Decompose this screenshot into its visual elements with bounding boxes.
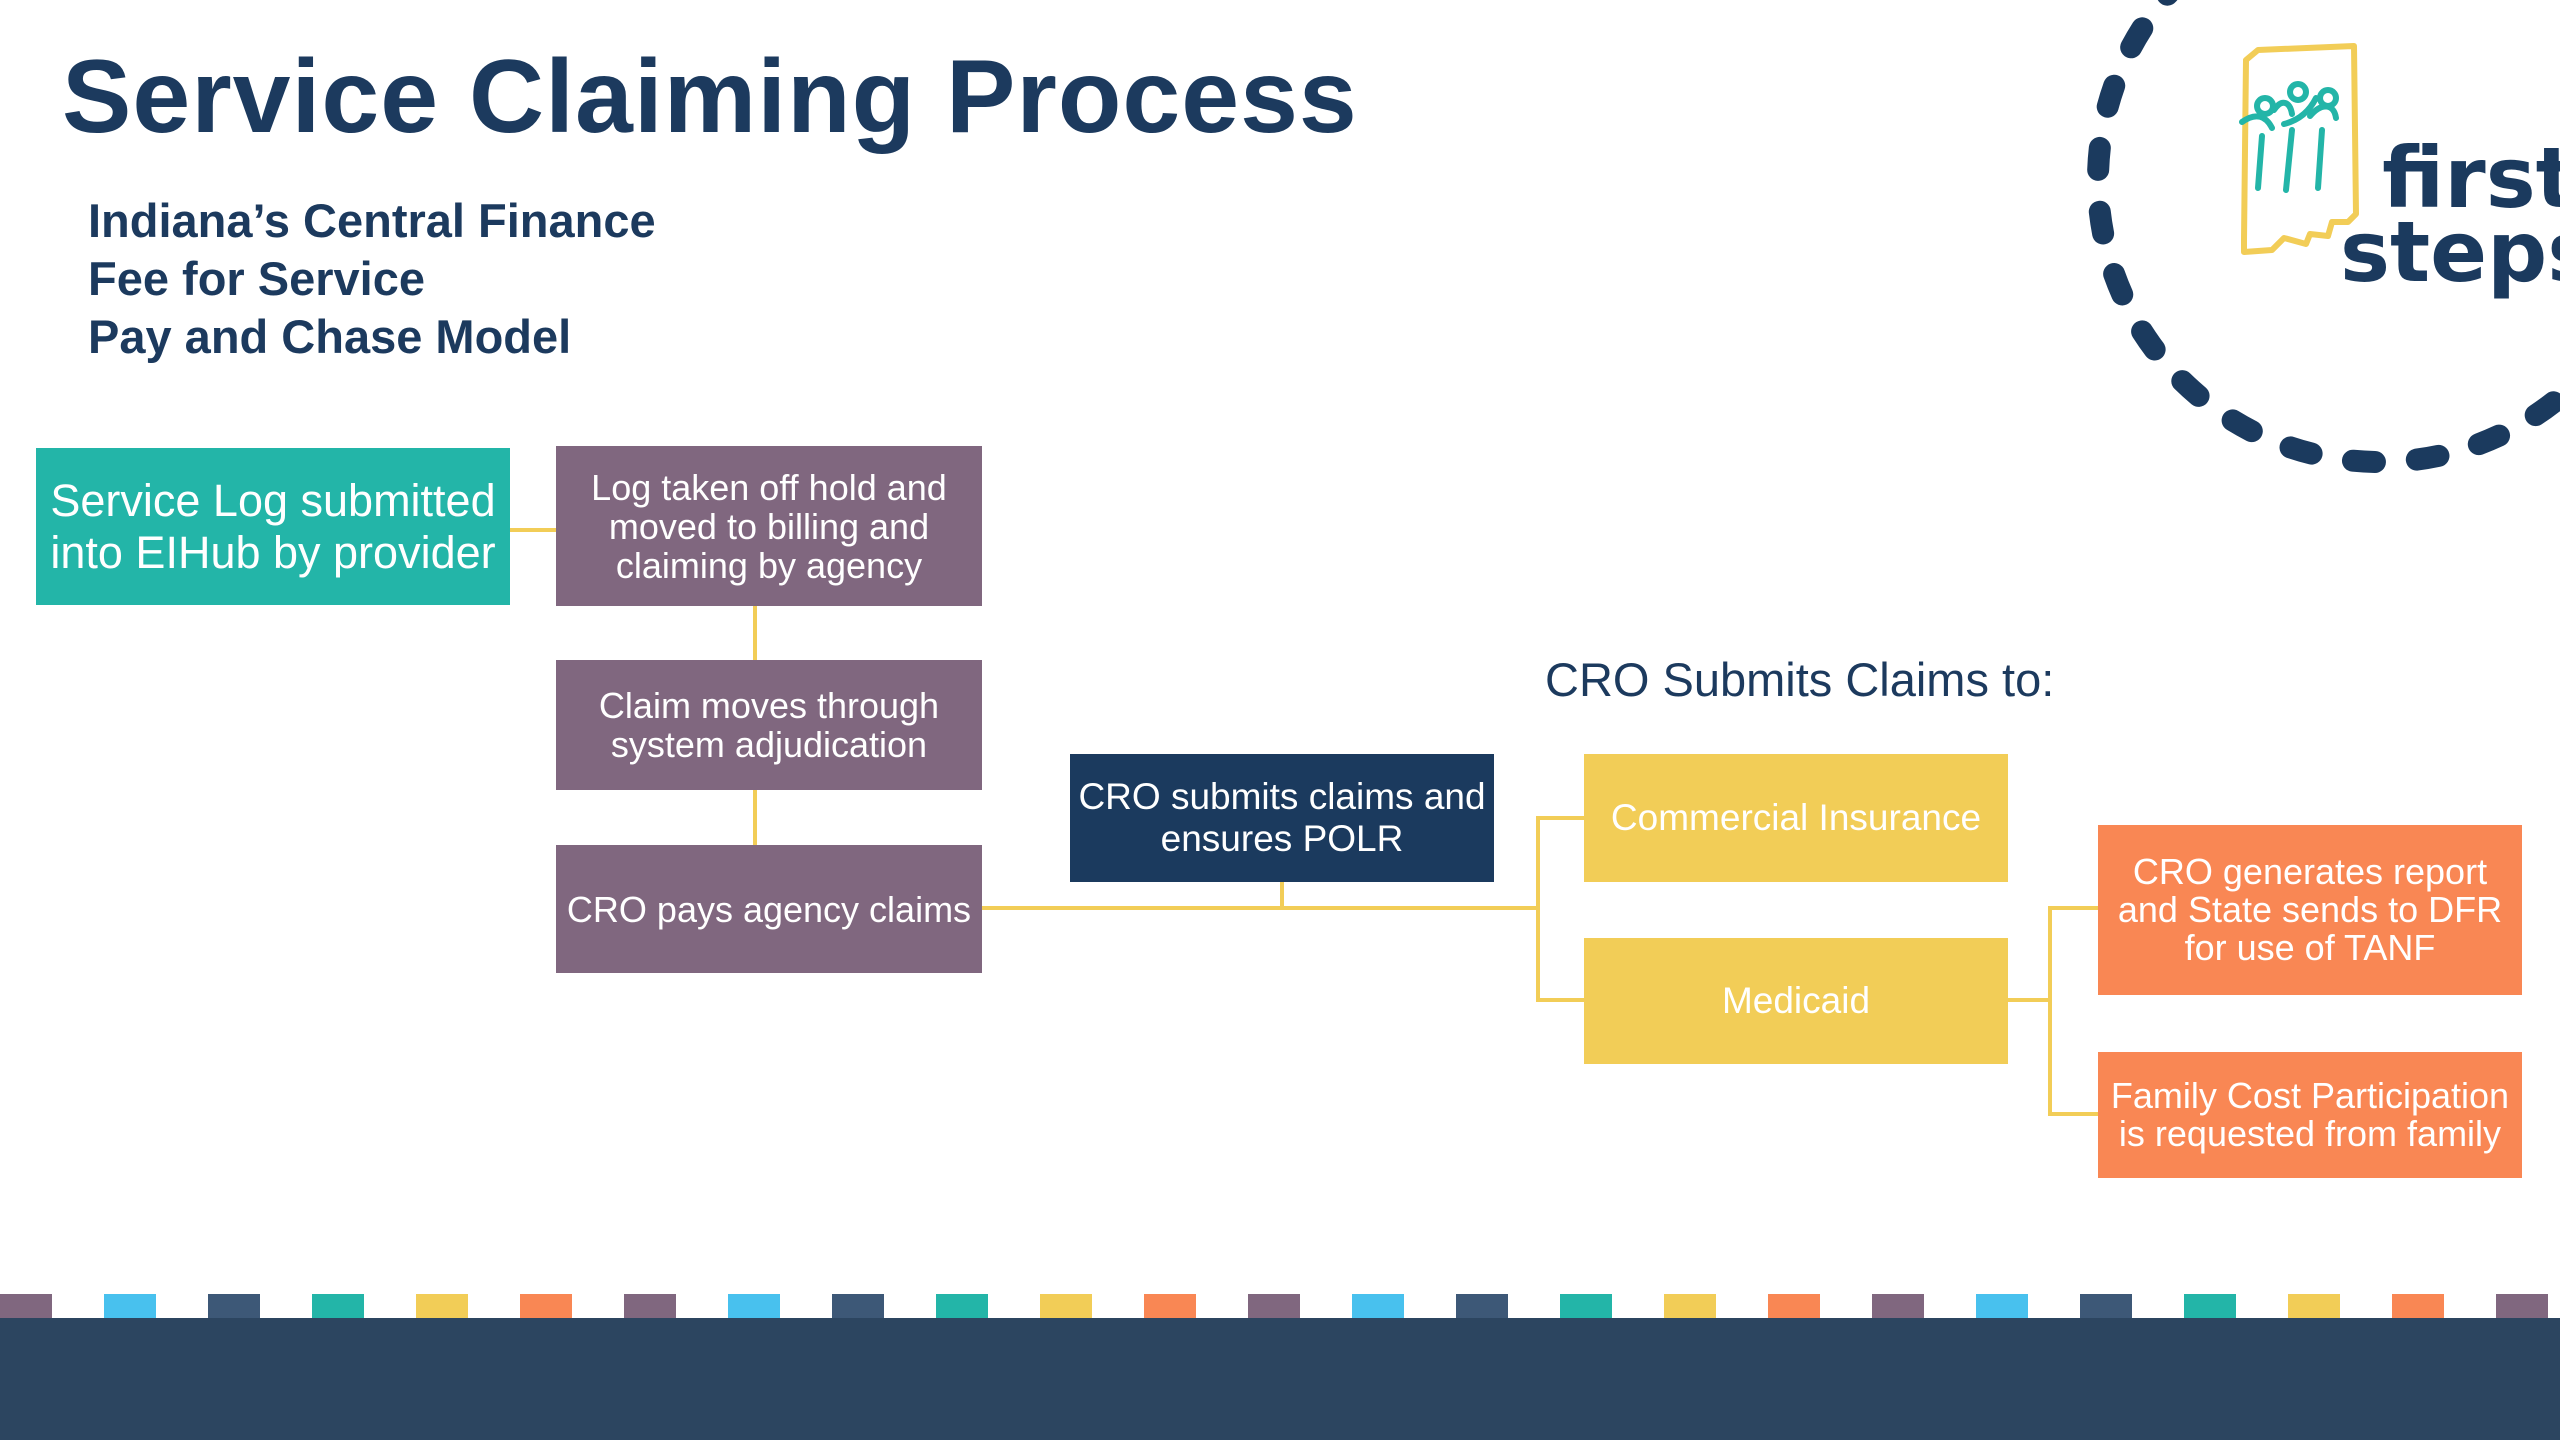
footer-stripe-segment	[1248, 1294, 1300, 1318]
footer-stripe-segment	[2288, 1294, 2340, 1318]
footer-stripe-segment	[728, 1294, 780, 1318]
first-steps-logo: first steps	[2060, 0, 2560, 480]
log-off-hold-label: Log taken off hold and moved to billing …	[591, 466, 947, 586]
footer-stripe-segment	[312, 1294, 364, 1318]
tanf-report-box: CRO generates report and State sends to …	[2098, 825, 2522, 995]
footer-stripe-segment	[2080, 1294, 2132, 1318]
footer-stripe-segment	[1040, 1294, 1092, 1318]
footer-stripe-segment	[1768, 1294, 1820, 1318]
medicaid-label: Medicaid	[1721, 980, 1871, 1021]
service-log-box: Service Log submitted into EIHub by prov…	[36, 448, 510, 605]
footer-stripe-segment	[1872, 1294, 1924, 1318]
cro-submits-label: CRO submits claims and ensures POLR	[1078, 776, 1486, 859]
page-title: Service Claiming Process	[62, 39, 1358, 155]
dashed-circle-decoration	[2087, 0, 2560, 473]
family-cost-box: Family Cost Participation is requested f…	[2098, 1052, 2522, 1178]
connector-branch-to-orange-boxes	[2048, 906, 2098, 1116]
adjudication-label: Claim moves through system adjudication	[598, 685, 940, 765]
footer-color-stripes	[0, 1294, 2560, 1318]
log-off-hold-box: Log taken off hold and moved to billing …	[556, 446, 982, 606]
footer-stripe-segment	[0, 1294, 52, 1318]
footer-stripe-segment	[1144, 1294, 1196, 1318]
footer-stripe-segment	[208, 1294, 260, 1318]
connector-branch-to-commercial-medicaid	[1536, 816, 1584, 1002]
cro-submits-claims-heading: CRO Submits Claims to:	[1545, 653, 2055, 706]
footer-bar	[0, 1318, 2560, 1440]
subtitle-block: Indiana’s Central Finance Fee for Servic…	[88, 192, 656, 366]
commercial-insurance-box: Commercial Insurance	[1584, 754, 2008, 882]
footer-stripe-segment	[1976, 1294, 2028, 1318]
family-cost-label: Family Cost Participation is requested f…	[2110, 1075, 2510, 1154]
subtitle-line-3: Pay and Chase Model	[88, 310, 572, 363]
footer-stripe-segment	[1560, 1294, 1612, 1318]
footer-stripe-segment	[1456, 1294, 1508, 1318]
footer-stripe-segment	[832, 1294, 884, 1318]
footer-stripe-segment	[624, 1294, 676, 1318]
commercial-insurance-label: Commercial Insurance	[1610, 797, 1982, 838]
cro-pays-box: CRO pays agency claims	[556, 845, 982, 973]
medicaid-box: Medicaid	[1584, 938, 2008, 1064]
footer-stripe-segment	[936, 1294, 988, 1318]
footer-stripe-segment	[1664, 1294, 1716, 1318]
footer-stripe-segment	[2392, 1294, 2444, 1318]
footer-stripe-segment	[416, 1294, 468, 1318]
logo-text-first: first	[2382, 129, 2560, 227]
indiana-state-family-logo-icon	[2239, 43, 2359, 255]
adjudication-box: Claim moves through system adjudication	[556, 660, 982, 790]
tanf-report-label: CRO generates report and State sends to …	[2117, 851, 2503, 968]
service-log-label: Service Log submitted into EIHub by prov…	[50, 474, 496, 578]
footer-stripe-segment	[1352, 1294, 1404, 1318]
footer-stripe-segment	[104, 1294, 156, 1318]
cro-submits-box: CRO submits claims and ensures POLR	[1070, 754, 1494, 882]
footer-stripe-segment	[520, 1294, 572, 1318]
cro-pays-label: CRO pays agency claims	[566, 888, 972, 930]
logo-text-steps: steps	[2340, 203, 2560, 301]
subtitle-line-1: Indiana’s Central Finance	[88, 194, 656, 247]
footer-stripe-segment	[2496, 1294, 2548, 1318]
subtitle-line-2: Fee for Service	[88, 252, 426, 305]
footer-stripe-segment	[2184, 1294, 2236, 1318]
